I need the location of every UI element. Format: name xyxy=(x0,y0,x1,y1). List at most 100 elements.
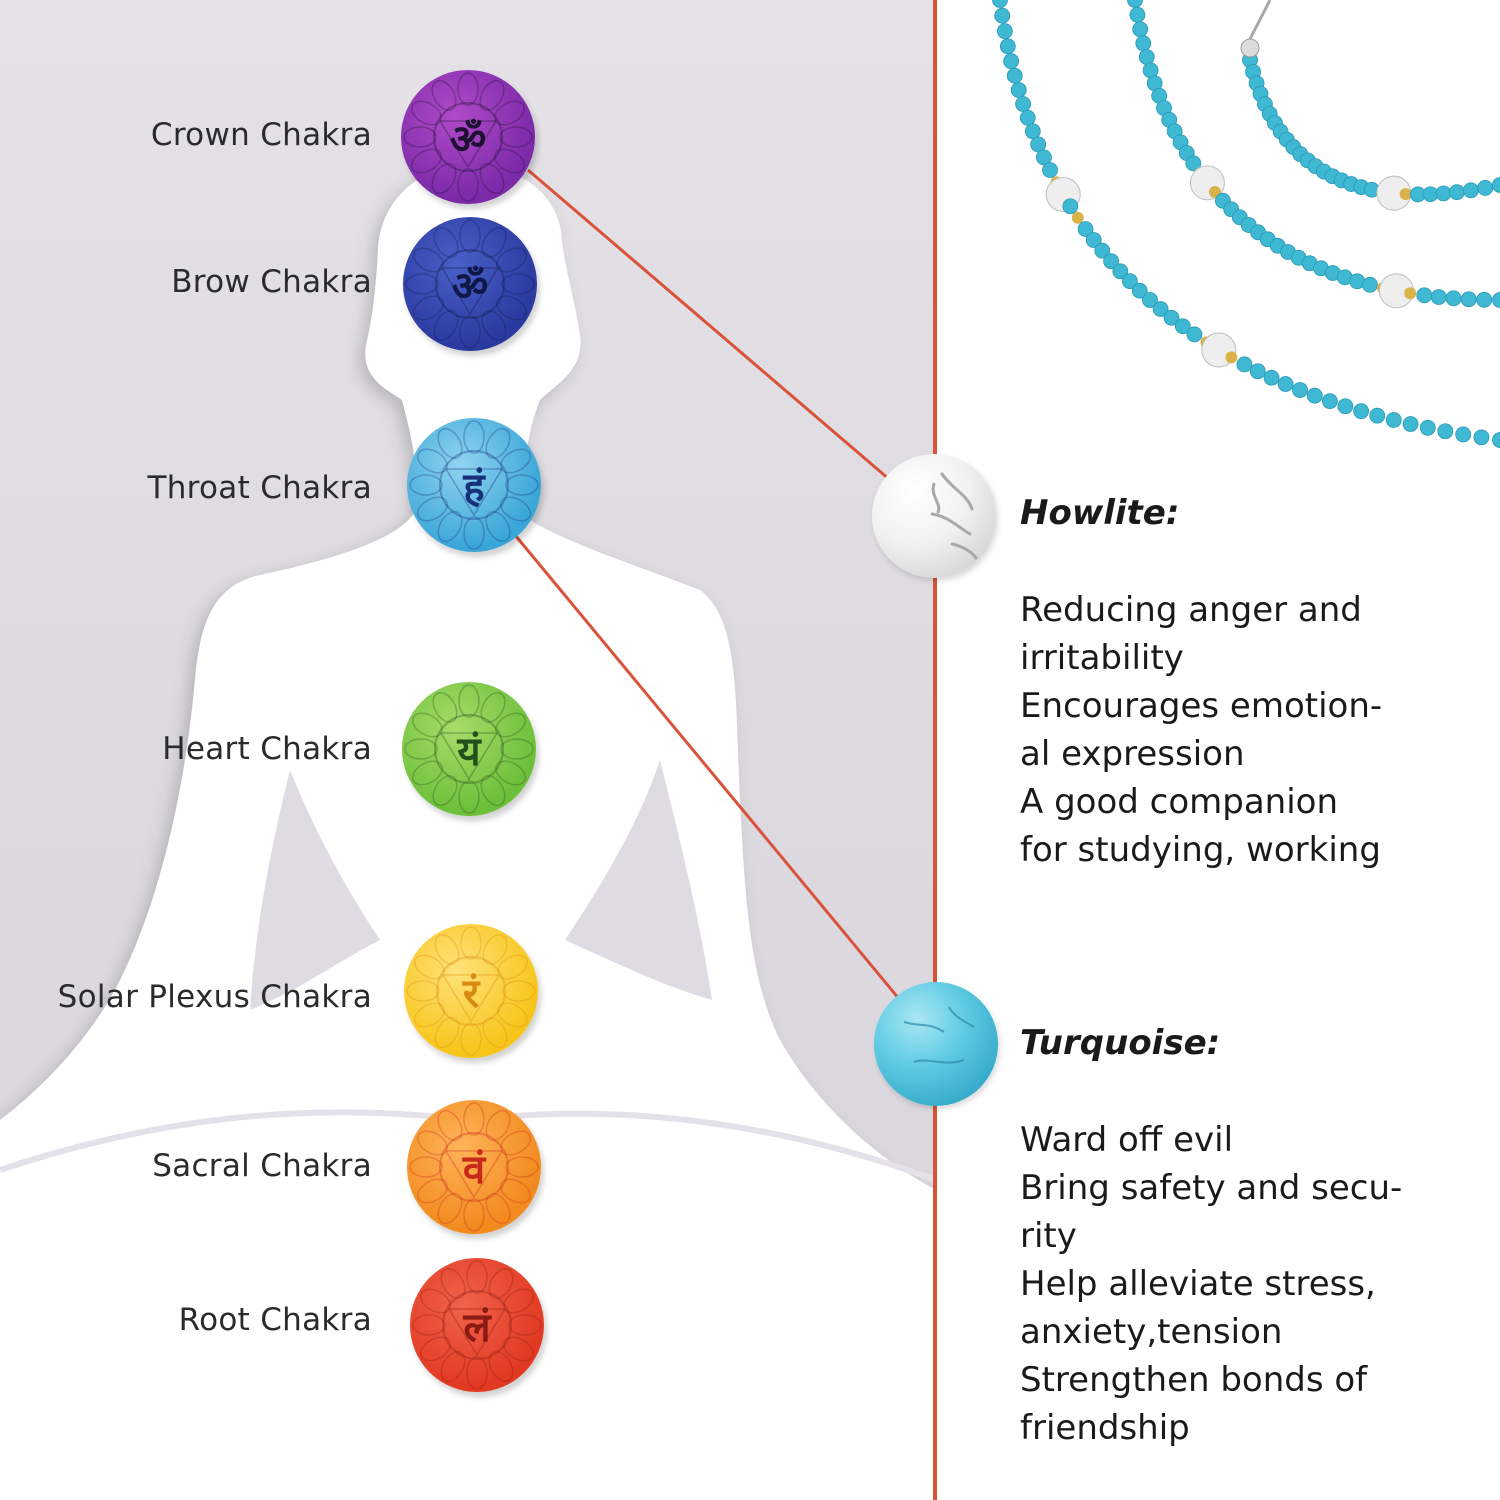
howlite-benefit-line: irritability xyxy=(1020,638,1184,678)
chakra-label-sacral: Sacral Chakra xyxy=(152,1148,372,1184)
turquoise-bead xyxy=(1419,419,1436,436)
turquoise-bead xyxy=(1435,185,1452,202)
turquoise-bead xyxy=(1292,382,1308,398)
turquoise-bead xyxy=(1263,369,1280,386)
turquoise-bead xyxy=(1277,376,1294,392)
turquoise-bead xyxy=(1132,21,1149,38)
turquoise-bead xyxy=(1131,282,1148,299)
root-chakra-symbol: लं xyxy=(410,1258,544,1392)
turquoise-bead xyxy=(1006,67,1023,84)
howlite-vein-pattern xyxy=(930,472,978,560)
turquoise-bead xyxy=(1112,263,1129,280)
turquoise-bead xyxy=(1019,109,1036,126)
turquoise-bead xyxy=(992,0,1008,8)
turquoise-bead xyxy=(1402,416,1419,432)
turquoise-bead xyxy=(1437,423,1454,440)
turquoise-bead xyxy=(1185,155,1202,172)
turquoise-title: Turquoise: xyxy=(1020,1023,1221,1063)
turquoise-benefit-line: friendship xyxy=(1020,1408,1190,1448)
howlite-benefit-line: al expression xyxy=(1020,734,1245,774)
turquoise-bead xyxy=(1492,292,1500,308)
turquoise-benefit-line: Ward off evil xyxy=(1020,1120,1234,1160)
gold-spacer-bead xyxy=(1225,351,1238,364)
chakra-label-heart: Heart Chakra xyxy=(162,731,372,767)
turquoise-bead xyxy=(1015,96,1031,112)
turquoise-bead xyxy=(1321,393,1338,410)
turquoise-benefit-line: Help alleviate stress, xyxy=(1020,1264,1376,1304)
turquoise-bead xyxy=(1455,426,1472,443)
turquoise-bead xyxy=(1249,363,1266,380)
vam-symbol-icon: वं xyxy=(462,1146,486,1193)
turquoise-benefit-line: Strengthen bonds of xyxy=(1020,1360,1368,1400)
howlite-benefit-line: for studying, working xyxy=(1020,830,1381,870)
turquoise-bead xyxy=(1460,291,1477,308)
turquoise-bead xyxy=(994,7,1011,24)
turquoise-bead xyxy=(1236,356,1253,373)
turquoise-bead xyxy=(1473,429,1490,446)
crown-chakra-symbol: ॐ xyxy=(401,70,535,204)
turquoise-bead xyxy=(1085,232,1102,248)
turquoise-bead xyxy=(1129,6,1146,23)
turquoise-bead xyxy=(1174,318,1191,335)
turquoise-benefit-line: Bring safety and secu- xyxy=(1020,1168,1403,1208)
solar-plexus-chakra-symbol: रं xyxy=(404,924,538,1058)
chakra-label-crown: Crown Chakra xyxy=(150,117,372,153)
lotus-pattern-icon xyxy=(403,72,533,202)
turquoise-bead xyxy=(1462,182,1479,199)
figure-body xyxy=(0,165,936,1500)
turquoise-matrix-pattern xyxy=(903,1006,975,1064)
turquoise-bead xyxy=(1449,184,1465,201)
turquoise-bead xyxy=(1186,326,1203,343)
turquoise-bead xyxy=(1103,253,1120,270)
necklace-photo xyxy=(992,0,1500,448)
turquoise-bead xyxy=(1077,221,1094,237)
turquoise-benefit-line: rity xyxy=(1020,1216,1077,1256)
lotus-pattern-icon xyxy=(404,684,534,814)
turquoise-bead xyxy=(1476,291,1493,308)
turquoise-bead xyxy=(1163,309,1180,326)
gold-spacer-bead xyxy=(1071,211,1084,224)
om-symbol-icon: ॐ xyxy=(451,263,489,310)
turquoise-bead xyxy=(1492,432,1500,448)
turquoise-bead xyxy=(1152,301,1169,317)
lotus-pattern-icon xyxy=(405,219,535,349)
lotus-pattern-icon xyxy=(409,1102,539,1232)
turquoise-bead xyxy=(1445,290,1462,307)
turquoise-bead xyxy=(996,23,1013,40)
turquoise-bead xyxy=(1142,292,1158,308)
turquoise-bead xyxy=(1138,49,1155,65)
turquoise-bead xyxy=(1369,407,1386,424)
turquoise-bead xyxy=(1036,149,1052,166)
howlite-stone-image xyxy=(872,454,996,578)
turquoise-bead xyxy=(1062,198,1079,215)
turquoise-bead xyxy=(999,38,1016,55)
ham-symbol-icon: हं xyxy=(463,464,485,511)
brow-chakra-symbol: ॐ xyxy=(403,217,537,351)
lotus-pattern-icon xyxy=(412,1260,542,1390)
gold-spacer-bead xyxy=(1404,287,1417,300)
throat-chakra-symbol: हं xyxy=(407,418,541,552)
turquoise-bead xyxy=(1337,398,1354,415)
turquoise-bead xyxy=(1492,177,1500,193)
turquoise-bead xyxy=(1306,387,1323,404)
chakra-label-solar-plexus: Solar Plexus Chakra xyxy=(57,979,372,1015)
lotus-pattern-icon xyxy=(406,926,536,1056)
turquoise-bead xyxy=(1024,123,1041,140)
om-symbol-icon: ॐ xyxy=(449,116,487,163)
turquoise-bead xyxy=(1477,180,1494,196)
ram-symbol-icon: रं xyxy=(462,970,480,1017)
turquoise-bead xyxy=(1010,82,1027,98)
panel-divider xyxy=(933,0,937,1500)
turquoise-bead xyxy=(1003,53,1020,70)
gold-spacer-bead xyxy=(1399,188,1412,201)
chakra-label-root: Root Chakra xyxy=(178,1302,372,1338)
turquoise-bead xyxy=(1135,35,1152,52)
howlite-benefit-line: A good companion xyxy=(1020,782,1339,822)
turquoise-bead xyxy=(1042,162,1058,178)
howlite-title: Howlite: xyxy=(1020,493,1180,533)
howlite-benefits: Reducing anger and irritability Encourag… xyxy=(1020,586,1490,874)
turquoise-bead xyxy=(1353,403,1370,420)
turquoise-stone-image xyxy=(874,982,998,1106)
lotus-pattern-icon xyxy=(409,420,539,550)
turquoise-benefits: Ward off evil Bring safety and secu- rit… xyxy=(1020,1116,1490,1452)
